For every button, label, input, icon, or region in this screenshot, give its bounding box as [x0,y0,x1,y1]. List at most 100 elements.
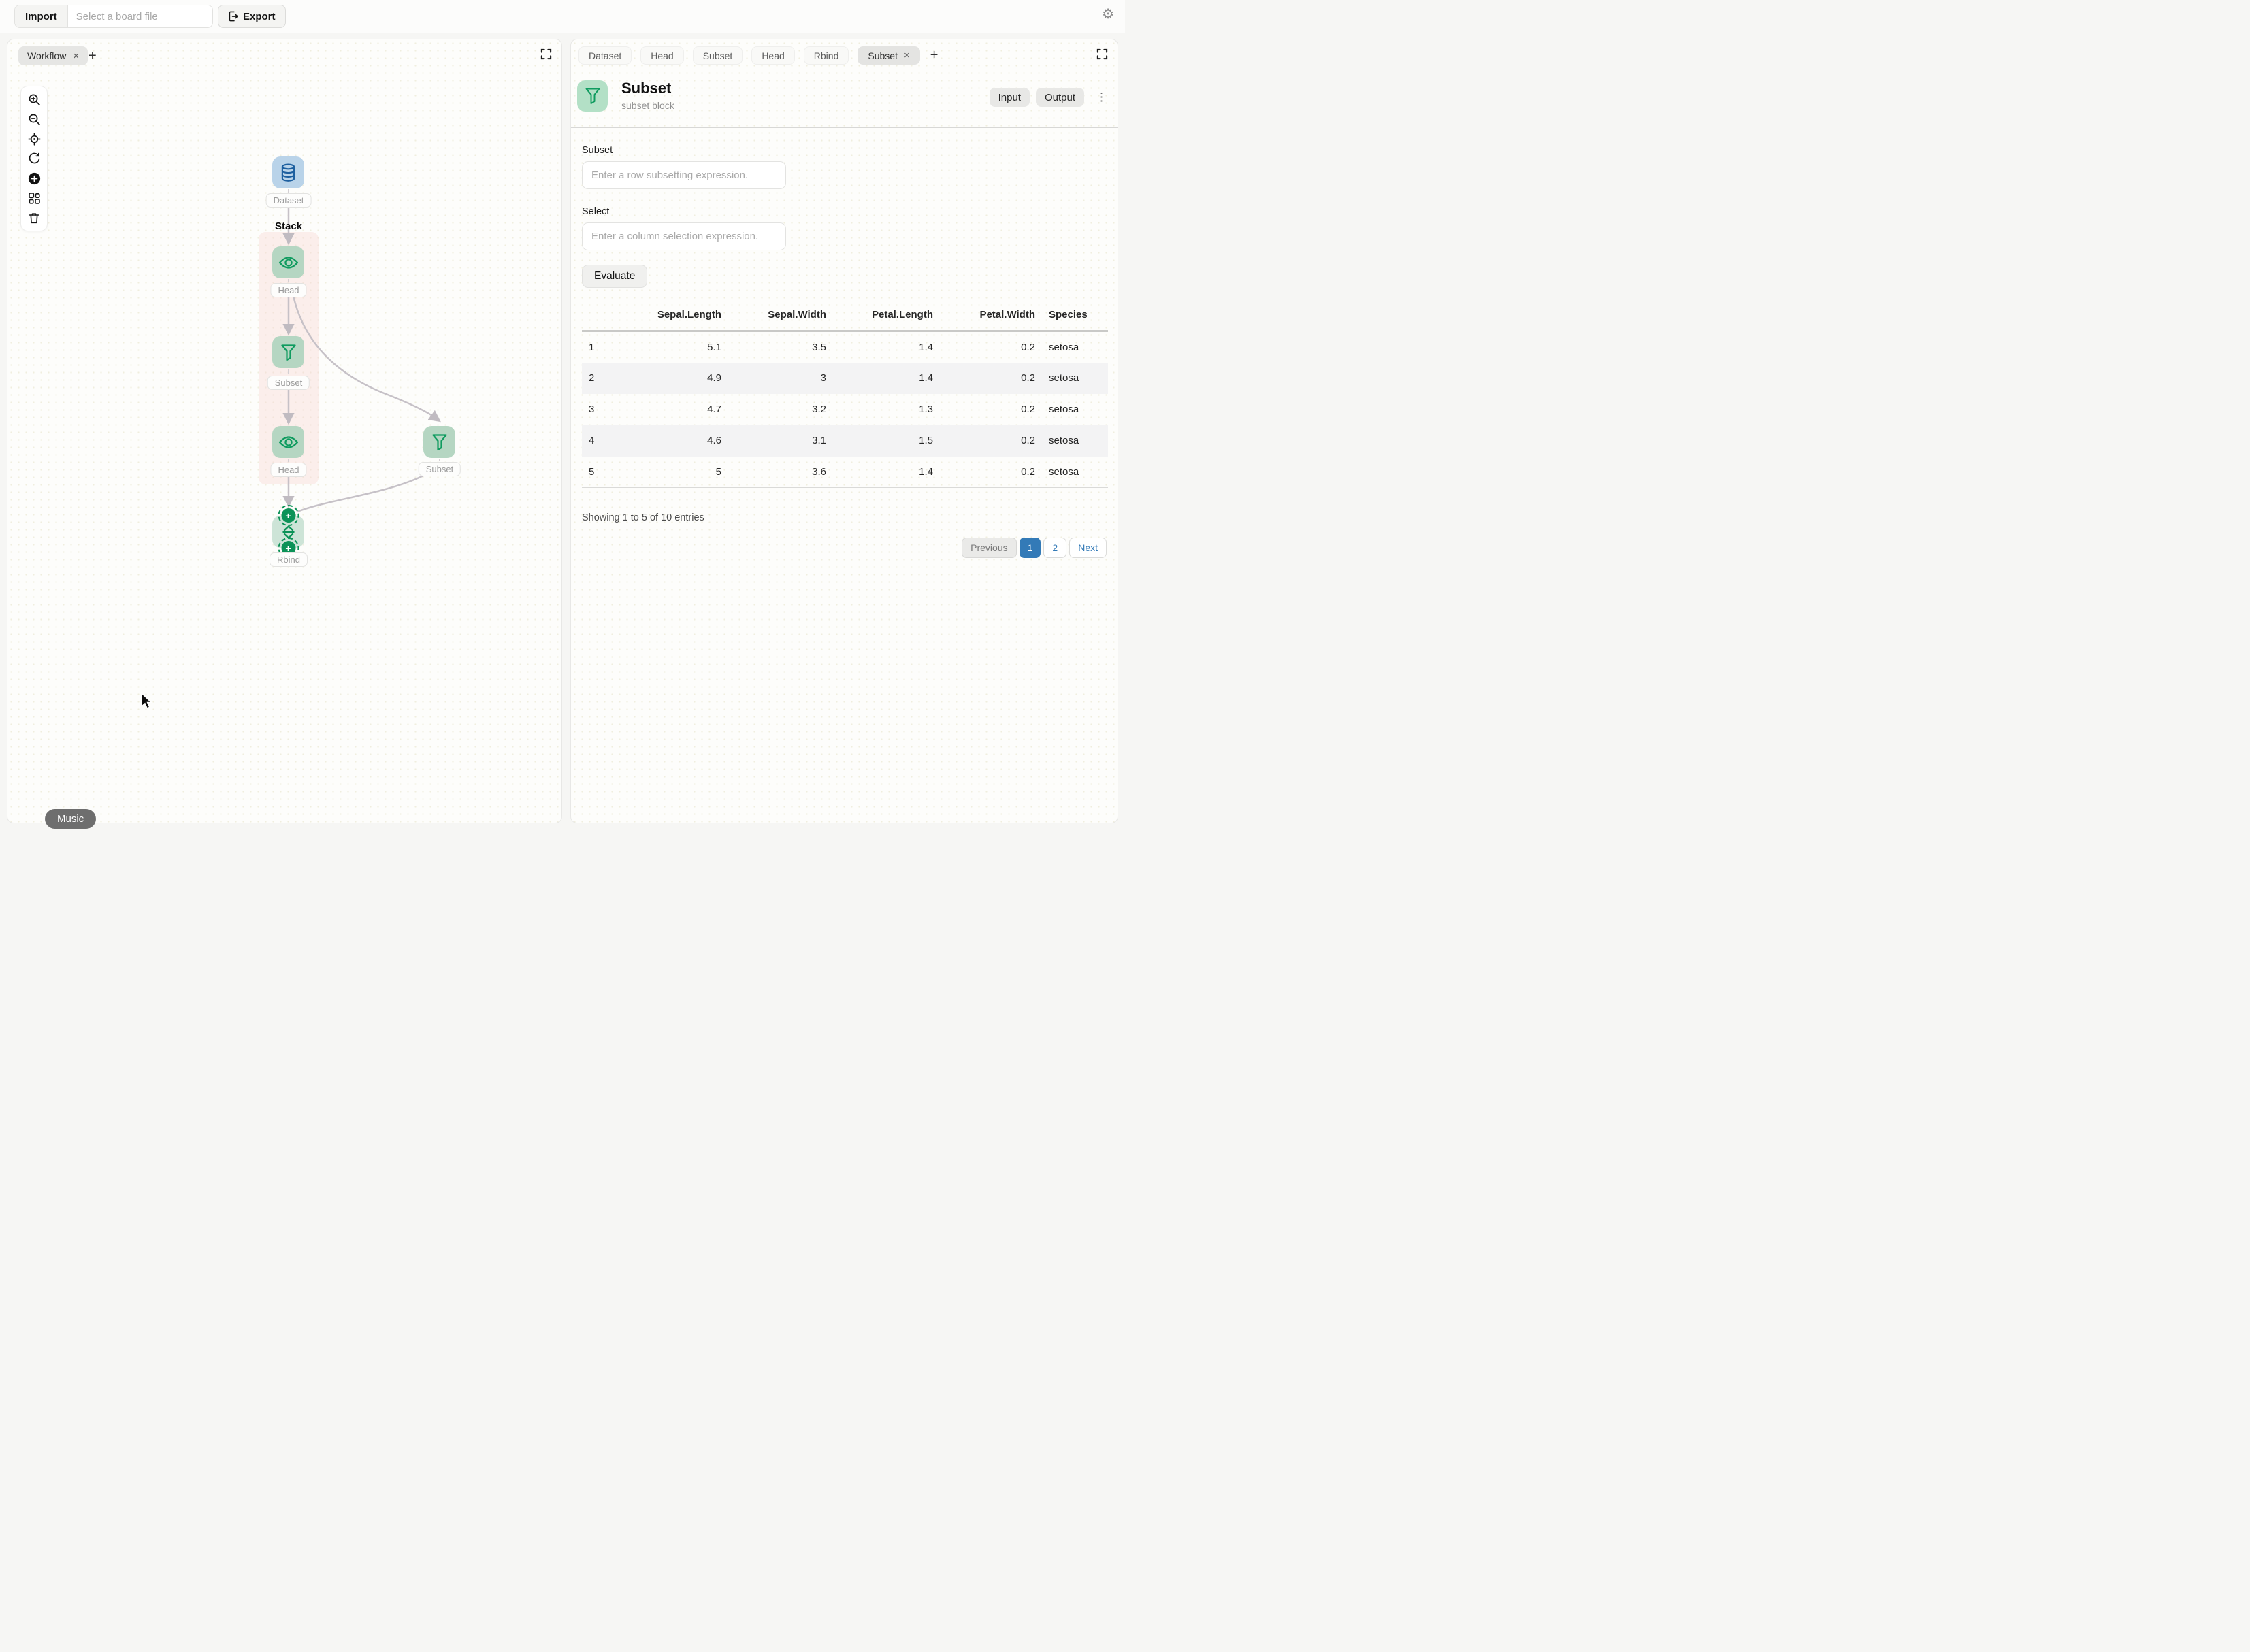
node-label-dataset[interactable]: Dataset [265,193,312,208]
trash-icon[interactable] [27,211,41,225]
export-button[interactable]: Export [218,5,286,28]
cell-species: setosa [1042,456,1108,488]
node-label-subset-2[interactable]: Subset [418,462,461,476]
tab-label: Subset [868,50,898,61]
tab-workflow[interactable]: Workflow × [18,46,88,65]
zoom-out-icon[interactable] [27,112,41,126]
cell-sepal-length: 4.6 [707,435,721,446]
funnel-icon [577,80,608,112]
page-1-button[interactable]: 1 [1019,538,1041,558]
auto-layout-icon[interactable] [27,191,41,205]
table-row[interactable]: 4 4.6 3.1 1.5 0.2 setosa [582,425,1108,457]
cell-petal-length: 1.4 [919,372,933,384]
reset-view-icon[interactable] [27,152,41,165]
cell-sepal-width: 3.6 [728,456,833,488]
node-head-2[interactable] [272,426,304,458]
node-label-rbind[interactable]: Rbind [270,552,308,567]
board-file-input[interactable] [67,5,212,27]
node-label-head-2[interactable]: Head [270,463,307,477]
block-title: Subset [621,80,672,97]
column-header-petal-width[interactable]: Petal.Width [940,295,1042,332]
column-header-sepal-length[interactable]: Sepal.Length [623,295,728,332]
node-label-subset-1[interactable]: Subset [267,376,310,390]
close-icon[interactable]: × [73,50,80,62]
cell-rownum: 1 [589,341,595,353]
tab-subset-1[interactable]: Subset [692,46,743,65]
zoom-in-icon[interactable] [27,93,41,106]
gear-icon[interactable]: ⚙ [1102,7,1114,22]
table-header-row: Sepal.Length Sepal.Width Petal.Length Pe… [582,295,1108,332]
cell-species: setosa [1049,341,1079,353]
table-row[interactable]: 3 4.7 3.2 1.3 0.2 setosa [582,394,1108,425]
cell-sepal-width: 3.2 [812,403,826,415]
add-workflow-button[interactable]: + [88,48,97,63]
close-icon[interactable]: × [903,50,910,61]
node-dataset[interactable] [272,156,304,188]
table-row[interactable]: 1 5.1 3.5 1.4 0.2 setosa [582,331,1108,363]
table-row[interactable]: 5 5 3.6 1.4 0.2 setosa [582,456,1108,488]
column-header-species[interactable]: Species [1042,295,1108,332]
add-block-tab-button[interactable]: + [930,48,939,63]
tab-head-2[interactable]: Head [751,46,795,65]
tab-label: Head [651,50,674,61]
eye-icon [278,435,299,450]
add-block-icon[interactable] [27,171,41,185]
tab-label: Dataset [589,50,622,61]
tab-subset-2-active[interactable]: Subset × [858,46,920,65]
cell-sepal-width: 3 [820,372,826,384]
import-button[interactable]: Import [15,5,68,27]
tab-label: Head [762,50,785,61]
export-file-icon [228,11,238,22]
cell-petal-width: 0.2 [1021,435,1035,446]
subset-form: Subset Select Evaluate [571,145,1118,288]
evaluate-button[interactable]: Evaluate [582,265,648,288]
workflow-canvas[interactable]: Dataset Stack Head Subset [7,39,561,823]
fullscreen-icon[interactable] [540,48,552,60]
input-port-icon[interactable]: + [278,505,299,526]
previous-page-button[interactable]: Previous [962,538,1017,558]
output-button[interactable]: Output [1035,88,1084,107]
block-subtitle: subset block [621,100,674,112]
funnel-icon [431,433,448,451]
cell-sepal-length: 5.1 [707,341,721,353]
tab-dataset[interactable]: Dataset [578,46,632,65]
cell-rownum: 3 [589,403,595,415]
cell-sepal-width: 3.1 [812,435,826,446]
column-header-sepal-width[interactable]: Sepal.Width [728,295,833,332]
node-rbind[interactable]: + + [272,505,304,559]
cell-petal-length: 1.4 [833,456,940,488]
kebab-icon[interactable]: ⋮ [1096,90,1107,103]
node-head-1[interactable] [272,246,304,278]
fullscreen-icon[interactable] [1096,48,1108,60]
node-subset-1[interactable] [272,336,304,368]
cell-petal-length: 1.5 [919,435,933,446]
next-page-button[interactable]: Next [1069,538,1107,558]
cell-sepal-length: 4.7 [707,403,721,415]
locate-icon[interactable] [27,132,41,146]
input-button[interactable]: Input [989,88,1030,107]
column-header-rownum[interactable] [582,295,623,332]
subset-expression-input[interactable] [582,161,786,189]
table-row[interactable]: 2 4.9 3 1.4 0.2 setosa [582,362,1108,394]
tab-rbind[interactable]: Rbind [803,46,849,65]
subset-field-label: Subset [582,145,613,156]
block-tabs: Dataset Head Subset Head Rbind Subset × … [578,46,938,65]
node-label-head-1[interactable]: Head [270,283,307,297]
cell-sepal-length: 4.9 [707,372,721,384]
result-table: Sepal.Length Sepal.Width Petal.Length Pe… [582,295,1108,488]
cell-sepal-width: 3.5 [812,341,826,353]
pagination: Previous 1 2 Next [582,538,1107,558]
funnel-icon [280,344,297,361]
column-header-petal-length[interactable]: Petal.Length [833,295,940,332]
music-toast: Music [45,809,97,829]
select-expression-input[interactable] [582,222,786,250]
tab-head-1[interactable]: Head [640,46,684,65]
page-2-button[interactable]: 2 [1043,538,1067,558]
cell-rownum: 5 [582,456,623,488]
node-subset-2[interactable] [423,426,455,458]
tab-label: Subset [702,50,733,61]
block-header: Subset subset block [577,80,674,112]
cell-species: setosa [1049,403,1079,415]
header-divider [571,127,1118,128]
cell-petal-width: 0.2 [1021,403,1035,415]
